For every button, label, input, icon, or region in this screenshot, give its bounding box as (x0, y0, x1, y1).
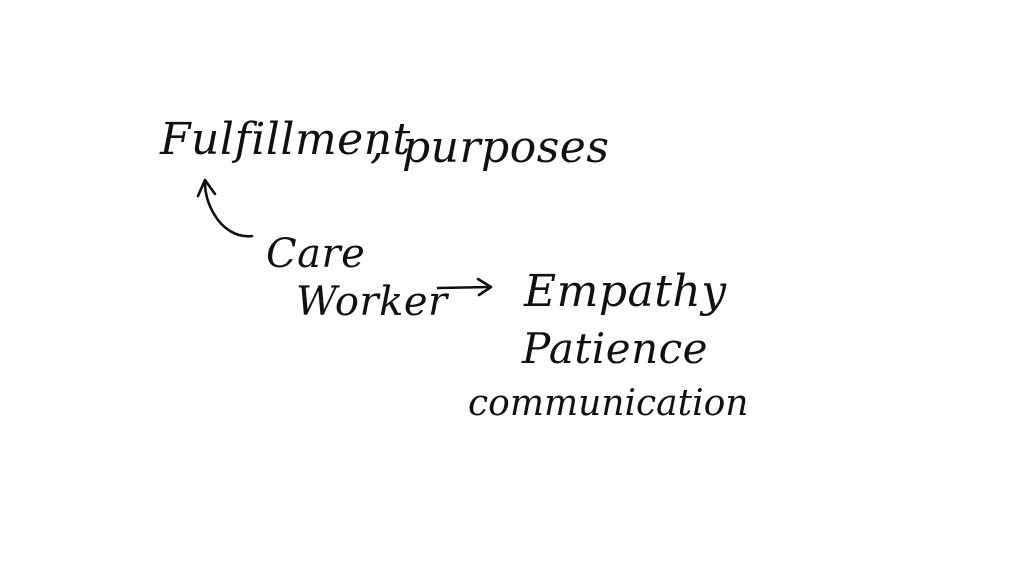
note-empathy: Empathy (524, 266, 727, 317)
note-fulfillment: Fulfillment (160, 114, 411, 165)
note-patience: Patience (522, 324, 709, 373)
note-worker: Worker (296, 279, 448, 325)
note-purposes: purposes (402, 122, 610, 173)
note-comma: , (370, 118, 385, 169)
curved-arrow-head (196, 178, 217, 198)
note-care: Care (266, 231, 366, 277)
right-arrow-head (476, 277, 493, 297)
curved-arrow-to-fulfillment (203, 180, 254, 238)
note-communication: communication (468, 383, 749, 424)
